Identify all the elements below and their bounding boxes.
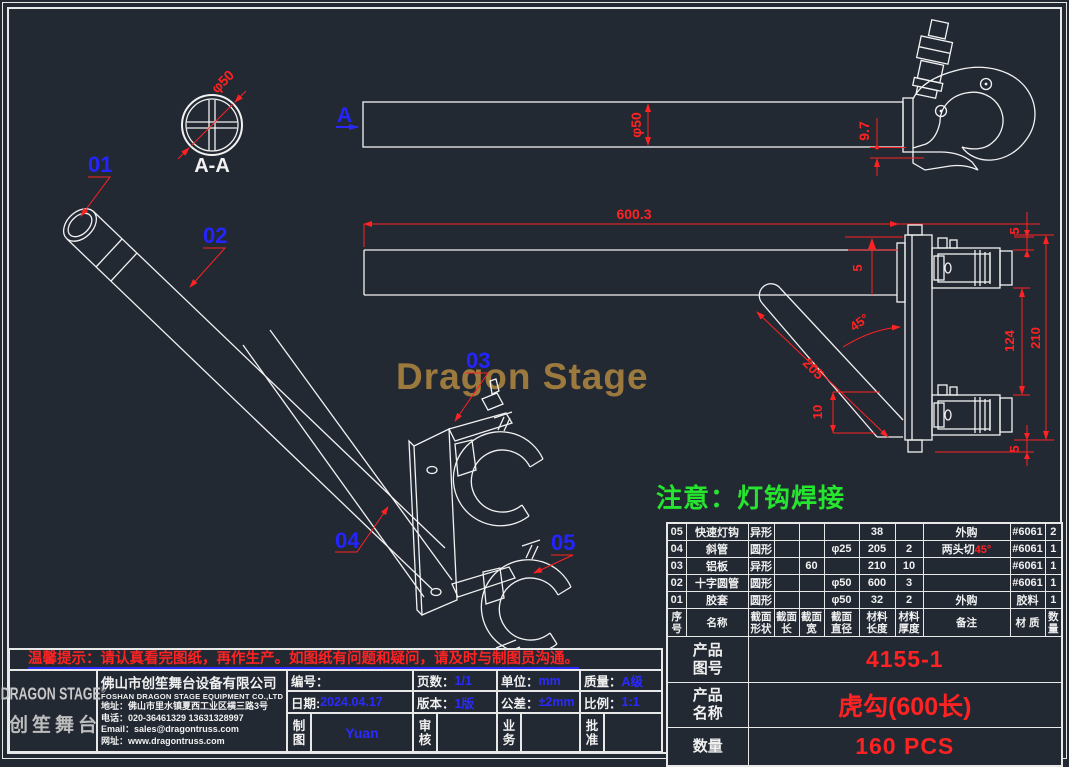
length-dim: 600.3 [616,206,651,222]
logo-cn: 创笙舞台 [9,714,102,736]
view-marker-a: A [336,104,359,130]
quality-cell: 质量： A级 [581,671,661,692]
company-address: 地址：佛山市里水镇夏西工业区横三路3号 [101,701,269,711]
section-view-aa: φ50 A-A [177,67,247,177]
registered-mark-icon: ® [100,685,106,695]
product-name-label: 产品 名称 [666,682,749,728]
product-figure-value: 4155-1 [747,636,1063,683]
company-logo: DRAGON STAGE® 创笙舞台 [1,671,105,751]
section-caption: A-A [194,155,230,177]
weld-note: 注意：灯钩焊接 [656,483,846,513]
warning-row: 温馨提示：请认真看完图纸，再作生产。如图纸有问题和疑问，请及时与制图员沟通。 [10,650,661,671]
label-05: 05 [551,530,575,555]
doc-number-cell: 编号： [288,671,414,692]
svg-text:9.7: 9.7 [856,121,872,141]
svg-text:5: 5 [1007,227,1022,234]
tolerance-cell: 公差： ±2mm [498,692,581,714]
company-website: 网址：www.dragontruss.com [101,735,225,746]
part-labels: 01 02 03 04 05 [80,152,575,574]
table-header-row: 序 号名称 截面 形状截面 长 截面 宽截面 直径 材料 长度材料 厚度 备注材… [666,608,1063,637]
company-phone: 电话：020-36461329 13631328997 [101,712,244,723]
svg-text:5: 5 [850,264,865,271]
tube-dia-dim: φ50 [628,112,644,138]
unit-cell: 单位： mm [498,671,581,692]
product-figure-row: 产品 图号 4155-1 [666,636,1063,683]
company-name: 佛山市创笙舞台设备有限公司 [101,676,277,691]
title-block: 温馨提示：请认真看完图纸，再作生产。如图纸有问题和疑问，请及时与制图员沟通。 D… [1,648,663,753]
product-figure-label: 产品 图号 [666,636,749,683]
pages-cell: 页数： 1/1 [414,671,498,692]
product-qty-value: 160 PCS [747,727,1063,767]
hook-clamp [911,18,1036,171]
business-cell: 业 务 [498,714,581,751]
approve-cell: 批 准 [581,714,661,751]
section-dia-dim: φ50 [208,67,238,97]
review-cell: 审 核 [414,714,498,751]
product-name-value: 虎勾(600长) [747,682,1063,728]
top-view: φ50 9.7 [362,18,1036,176]
svg-text:5: 5 [1007,445,1022,452]
svg-text:205: 205 [800,355,828,383]
info-grid: 编号： 页数： 1/1 单位： mm 质量： A级 日期: 2024.04.17… [288,671,661,751]
version-cell: 版本： 1版 [414,692,498,714]
product-qty-label: 数量 [666,727,749,767]
label-01: 01 [88,152,112,177]
company-email: Email：sales@dragontruss.com [101,724,239,734]
svg-text:10: 10 [810,405,825,419]
scale-cell: 比例： 1:1 [581,692,661,714]
label-04: 04 [335,528,360,553]
svg-text:210: 210 [1028,327,1043,349]
brace [758,283,904,438]
isometric-view [62,208,572,677]
svg-text:45°: 45° [847,311,872,335]
warning-text: 温馨提示：请认真看完图纸，再作生产。如图纸有问题和疑问，请及时与制图员沟通。 [28,650,579,669]
product-name-row: 产品 名称 虎勾(600长) [666,682,1063,728]
date-cell: 日期: 2024.04.17 [288,692,414,714]
label-03: 03 [466,348,490,373]
label-02: 02 [203,223,227,248]
svg-text:A: A [337,104,352,127]
draft-cell: 制 图 Yuan [288,714,414,751]
watermark: Dragon Stage [396,356,649,397]
svg-text:124: 124 [1002,329,1017,351]
side-view: 600.3 5 45° 205 [363,206,1054,466]
company-name-en: FOSHAN DRAGON STAGE EQUIPMENT CO.,LTD [101,692,284,701]
company-info: 佛山市创笙舞台设备有限公司 FOSHAN DRAGON STAGE EQUIPM… [98,671,288,751]
product-qty-row: 数量 160 PCS [666,727,1063,767]
logo-en: DRAGON STAGE® [0,682,106,704]
hook-offset-dim: 9.7 [856,118,924,176]
